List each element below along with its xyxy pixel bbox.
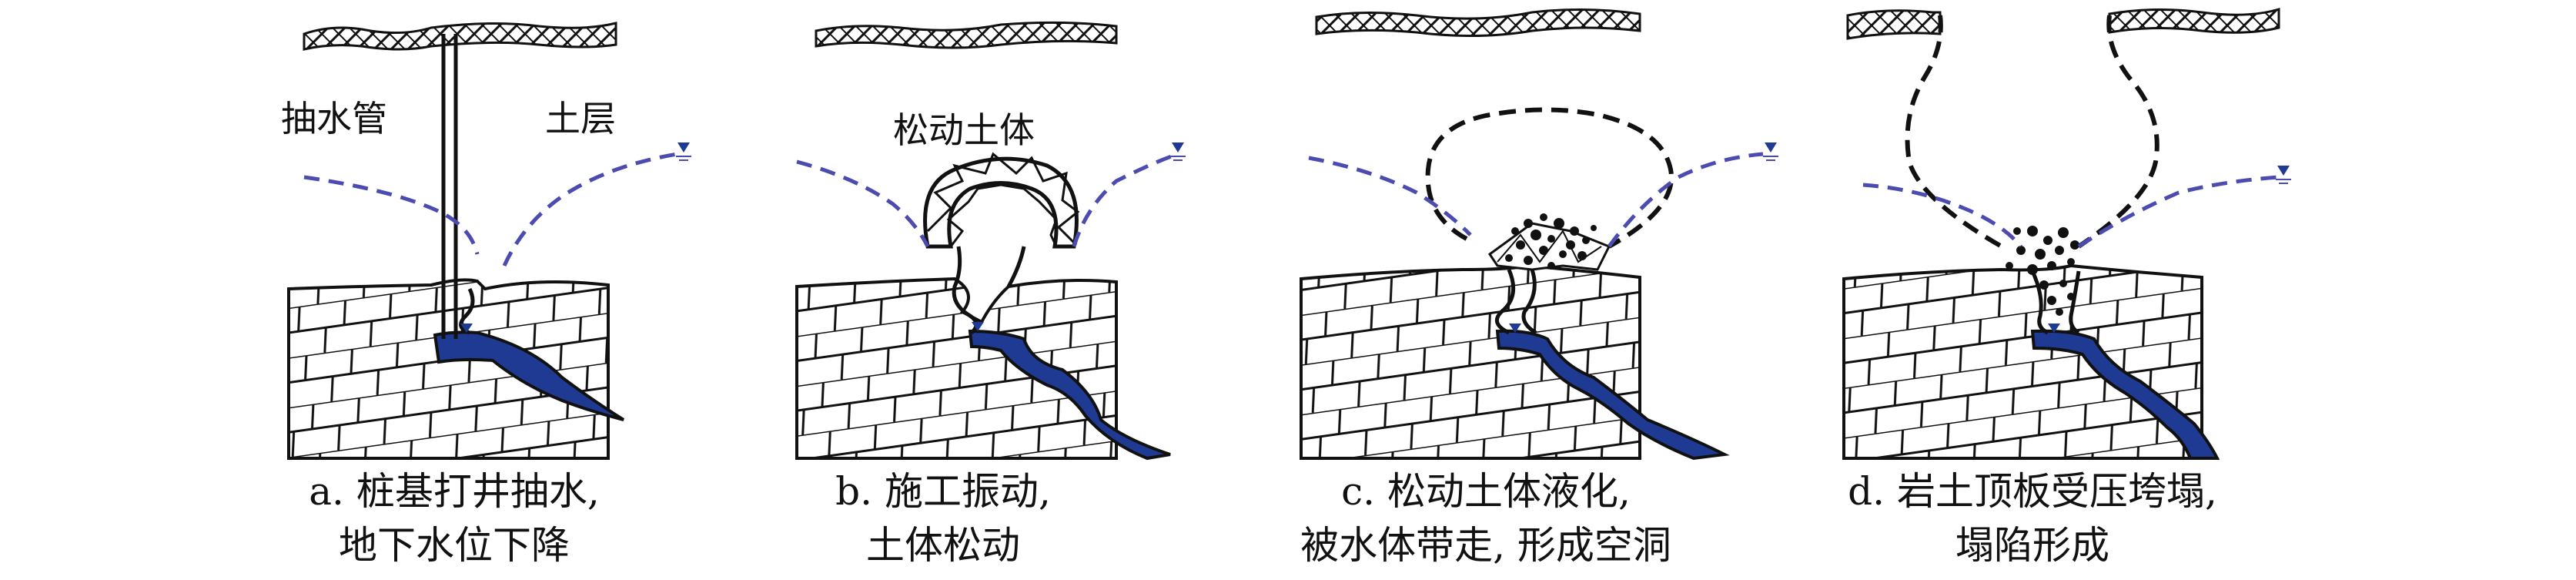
water-table-left <box>796 159 930 248</box>
ground-surface <box>303 22 617 51</box>
water-table-marker-icon <box>1763 142 1778 161</box>
fissure-edge <box>1521 269 1537 335</box>
panel-c: c. 松动土体液化, 被水体带走, 形成空洞 <box>1300 8 1778 568</box>
water-table-left <box>1308 156 1472 236</box>
water-table-marker-icon <box>2048 324 2060 333</box>
ground-surface <box>815 21 1118 49</box>
limestone-bedrock <box>287 278 610 460</box>
caption-c-line2: 被水体带走, 形成空洞 <box>1300 523 1671 568</box>
water-table-marker-icon <box>1509 324 1521 333</box>
water-table-marker-icon <box>676 142 691 161</box>
caption-c-line1: c. 松动土体液化, <box>1341 469 1631 514</box>
caption-a-line1: a. 桩基打井抽水, <box>309 469 600 514</box>
karst-water-channel <box>433 330 625 421</box>
panel-d: d. 岩土顶板受压垮塌, 塌陷形成 <box>1842 7 2291 568</box>
caption-b-line1: b. 施工振动, <box>835 469 1051 514</box>
caption-d-line2: 塌陷形成 <box>1955 523 2109 568</box>
pipe-label: 抽水管 <box>281 98 387 139</box>
panel-b: 松动土体 b. 施工振动, 土体松动 <box>795 21 1186 568</box>
water-table-right <box>1607 152 1764 248</box>
karst-water-channel <box>2030 329 2220 460</box>
fissure-edge <box>1006 246 1026 288</box>
pumping-pipe <box>441 34 458 339</box>
ground-surface <box>1315 8 1641 38</box>
collapse-wall-right <box>2077 15 2159 249</box>
karst-water-channel <box>968 329 1171 461</box>
caption-b-line2: 土体松动 <box>866 523 1020 568</box>
soil-label: 土层 <box>545 98 616 139</box>
karst-water-channel <box>1495 329 1730 461</box>
collapse-wall-left <box>1905 15 2003 249</box>
ground-surface <box>1846 7 2280 40</box>
water-table-right <box>502 152 678 267</box>
limestone-bedrock <box>1300 263 1641 460</box>
karst-fissure <box>459 287 475 335</box>
water-table-left <box>1862 183 2022 248</box>
loose-soil-arch <box>923 152 1080 249</box>
karst-fissure <box>1494 269 1516 335</box>
water-table-right <box>1072 152 1179 247</box>
water-table-marker-icon <box>972 322 984 331</box>
fissure-edge <box>2069 270 2081 335</box>
water-table-marker-icon <box>460 324 473 333</box>
caption-a-line2: 地下水位下降 <box>339 523 570 568</box>
water-table-right <box>2077 175 2280 249</box>
liquefied-soil <box>1487 213 1611 271</box>
water-table-left <box>303 175 480 255</box>
falling-debris <box>2006 226 2079 316</box>
water-table-marker-icon <box>1170 142 1186 161</box>
panel-a: 抽水管 土层 a. 桩基打井抽水, 地下水位下降 <box>281 22 691 568</box>
limestone-bedrock <box>1842 263 2203 460</box>
caption-d-line1: d. 岩土顶板受压垮塌, <box>1848 469 2217 514</box>
water-table-marker-icon <box>2276 166 2291 184</box>
karst-fissure <box>2030 270 2049 335</box>
loose-soil-label: 松动土体 <box>893 109 1035 151</box>
